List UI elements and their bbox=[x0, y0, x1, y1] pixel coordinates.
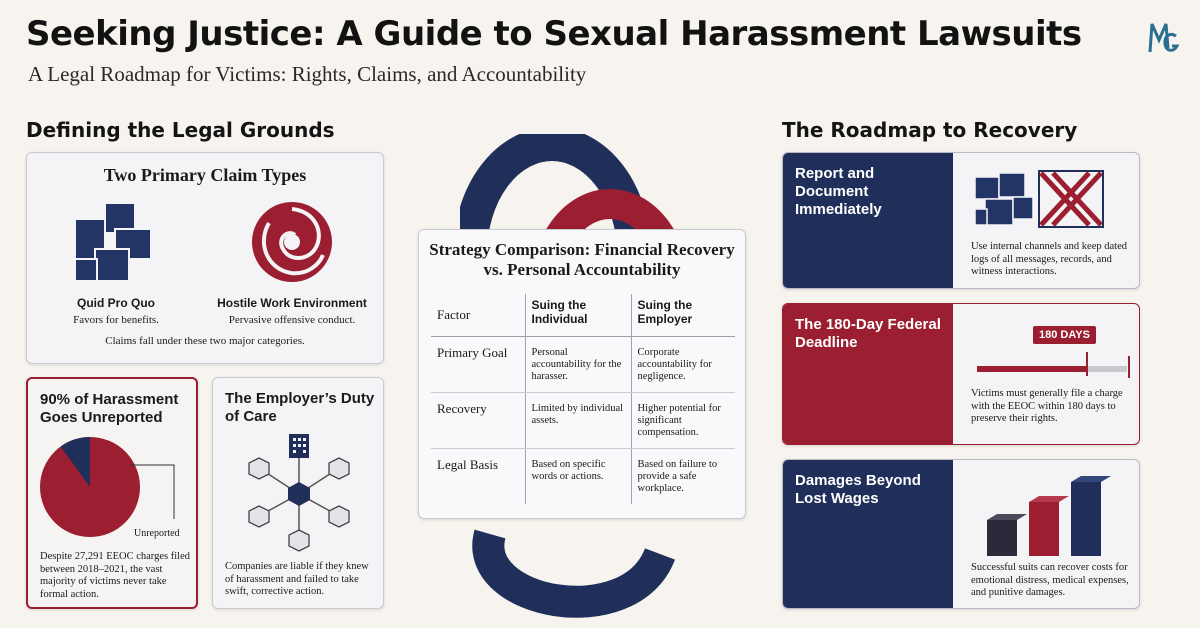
timeline-bar bbox=[977, 352, 1130, 378]
pie-label: Unreported bbox=[134, 528, 180, 539]
step-title: The 180-Day Federal Deadline bbox=[783, 304, 953, 444]
rising-bars-icon bbox=[987, 476, 1111, 556]
roadmap-step-deadline: The 180-Day Federal Deadline 180 DAYS Vi… bbox=[782, 303, 1140, 445]
table-cell: Based on specific words or actions. bbox=[524, 448, 632, 504]
interlocking-blocks-icon bbox=[74, 202, 152, 282]
table-row: Recovery Limited by individual assets. H… bbox=[431, 392, 735, 449]
left-section-heading: Defining the Legal Grounds bbox=[26, 118, 335, 142]
step-title: Damages Beyond Lost Wages bbox=[783, 460, 953, 608]
claim-hostile-work-environment: Hostile Work Environment Pervasive offen… bbox=[207, 199, 377, 326]
claim-desc: Pervasive offensive conduct. bbox=[228, 314, 356, 326]
claims-title: Two Primary Claim Types bbox=[103, 165, 307, 185]
table-cell: Personal accountability for the harasser… bbox=[524, 336, 632, 393]
claims-footer: Claims fall under these two major catego… bbox=[105, 335, 305, 347]
table-cell: Corporate accountability for negligence. bbox=[631, 336, 735, 393]
deadline-badge: 180 DAYS bbox=[1033, 326, 1096, 344]
table-row: Legal Basis Based on specific words or a… bbox=[431, 448, 735, 504]
duty-of-care-card: The Employer’s Duty of Care Companies ar… bbox=[212, 377, 384, 609]
table-cell: Primary Goal bbox=[431, 336, 525, 393]
claim-types-card: Two Primary Claim Types Quid Pro Quo Fav… bbox=[26, 152, 384, 364]
table-cell: Limited by individual assets. bbox=[524, 392, 632, 449]
table-cell: Legal Basis bbox=[437, 456, 499, 472]
table-cell: Recovery bbox=[431, 392, 525, 449]
page-subtitle: A Legal Roadmap for Victims: Rights, Cla… bbox=[28, 62, 587, 86]
logo bbox=[1148, 23, 1180, 53]
table-cell: Higher potential for significant compens… bbox=[631, 392, 735, 449]
claim-name: Hostile Work Environment bbox=[217, 296, 367, 310]
claim-name: Quid Pro Quo bbox=[77, 296, 155, 310]
unreported-title: 90% of Harassment Goes Unreported bbox=[40, 391, 179, 426]
column-header: Suing the Individual bbox=[524, 294, 632, 337]
step-description: Victims must generally file a charge wit… bbox=[971, 388, 1123, 424]
step-title: Report and Document Immediately bbox=[783, 153, 953, 288]
claim-desc: Favors for benefits. bbox=[73, 314, 159, 326]
strategy-comparison-card: Strategy Comparison: Financial Recovery … bbox=[418, 229, 746, 519]
reported-slice bbox=[60, 437, 90, 487]
comparison-table: Factor Suing the Individual Suing the Em… bbox=[431, 294, 735, 504]
column-header: Suing the Employer bbox=[631, 294, 735, 337]
right-section-heading: The Roadmap to Recovery bbox=[782, 118, 1078, 142]
page-title: Seeking Justice: A Guide to Sexual Haras… bbox=[26, 14, 1082, 54]
claim-quid-pro-quo: Quid Pro Quo Favors for benefits. bbox=[31, 199, 201, 326]
comparison-title: Strategy Comparison: Financial Recovery … bbox=[429, 240, 735, 279]
unreported-description: Despite 27,291 EEOC charges filed betwee… bbox=[40, 551, 190, 600]
roadmap-step-report: Report and Document Immediately Use inte… bbox=[782, 152, 1140, 289]
unreported-stat-card: 90% of Harassment Goes Unreported Unrepo… bbox=[26, 377, 198, 609]
table-row: Primary Goal Personal accountability for… bbox=[431, 336, 735, 393]
document-blocks-icon bbox=[974, 170, 1104, 228]
duty-description: Companies are liable if they knew of har… bbox=[225, 561, 369, 597]
unreported-pie-chart bbox=[40, 437, 175, 537]
spiral-icon bbox=[252, 202, 332, 282]
step-description: Successful suits can recover costs for e… bbox=[971, 562, 1129, 598]
network-icon bbox=[248, 434, 350, 552]
step-description: Use internal channels and keep dated log… bbox=[971, 241, 1127, 277]
table-cell: Based on failure to provide a safe workp… bbox=[637, 458, 718, 494]
column-header: Factor bbox=[431, 294, 525, 337]
duty-title: The Employer’s Duty of Care bbox=[225, 390, 375, 425]
table-header-row: Factor Suing the Individual Suing the Em… bbox=[431, 294, 735, 337]
roadmap-step-damages: Damages Beyond Lost Wages Successful sui… bbox=[782, 459, 1140, 609]
